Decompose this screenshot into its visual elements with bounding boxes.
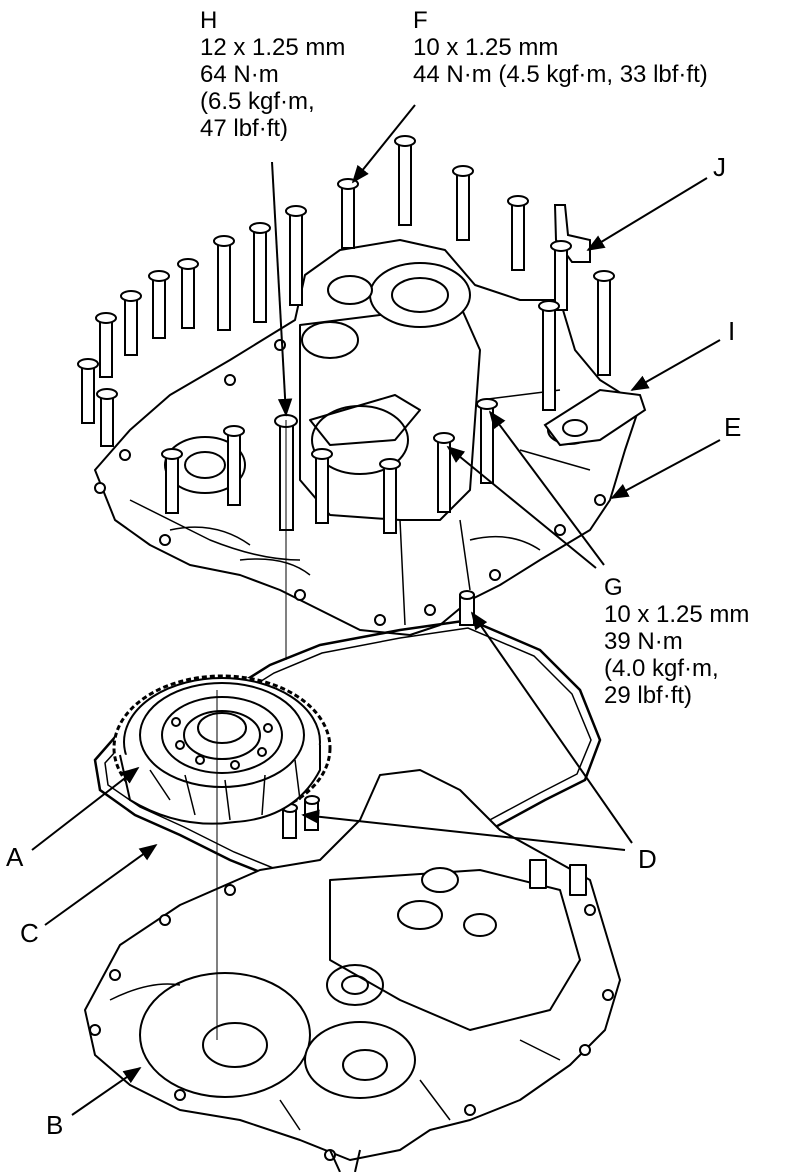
flange-bolts-f	[311, 135, 615, 534]
leader-h	[271, 161, 293, 417]
callout-b: B	[46, 1110, 64, 1140]
callout-j: J	[713, 152, 726, 182]
callout-i: I	[728, 316, 736, 346]
leader-j	[586, 177, 708, 251]
callout-h-torque: 64 N·m	[200, 60, 279, 88]
callout-c: C	[20, 918, 39, 948]
leader-i	[630, 339, 721, 391]
callout-h-lbf: 47 lbf·ft)	[200, 114, 289, 142]
gasket-c	[93, 618, 602, 892]
callout-f-letter: F	[413, 7, 428, 34]
leader-e	[610, 439, 721, 499]
callout-f: F 10 x 1.25 mm 44 N·m (4.5 kgf·m, 33 lbf…	[413, 7, 708, 89]
alignment-lines	[216, 420, 287, 1040]
flange-bolts-h	[77, 205, 307, 531]
callout-h-size: 12 x 1.25 mm	[200, 33, 346, 61]
leader-d-1	[470, 611, 633, 844]
callout-h: H 12 x 1.25 mm 64 N·m (6.5 kgf·m, 47 lbf…	[200, 7, 346, 142]
clutch-housing-b	[84, 769, 621, 1172]
callout-h-kgf: (6.5 kgf·m,	[200, 87, 315, 115]
callout-f-size: 10 x 1.25 mm	[413, 33, 559, 61]
leader-f	[351, 104, 416, 184]
leader-a	[31, 766, 140, 851]
leader-g-2	[488, 410, 605, 566]
callout-d: D	[638, 844, 657, 874]
secondary-driven-gear-a	[112, 674, 332, 825]
callout-g-torque: 39 N·m	[604, 627, 683, 655]
leader-c	[44, 843, 158, 926]
callout-g-letter: G	[604, 574, 623, 601]
callout-g-kgf: (4.0 kgf·m,	[604, 654, 719, 682]
callout-f-torque: 44 N·m (4.5 kgf·m, 33 lbf·ft)	[413, 60, 708, 88]
callout-g-size: 10 x 1.25 mm	[604, 600, 750, 628]
leader-g-1	[446, 445, 597, 569]
callout-h-letter: H	[200, 7, 218, 34]
callout-g: G 10 x 1.25 mm 39 N·m (4.0 kgf·m, 29 lbf…	[604, 574, 750, 709]
leader-b	[71, 1066, 142, 1116]
leader-d-2	[301, 809, 626, 851]
callout-a: A	[6, 842, 24, 872]
callout-g-lbf: 29 lbf·ft)	[604, 681, 693, 709]
leader-lines	[31, 104, 721, 1116]
callout-e: E	[724, 412, 742, 442]
transmission-housing	[94, 239, 641, 636]
